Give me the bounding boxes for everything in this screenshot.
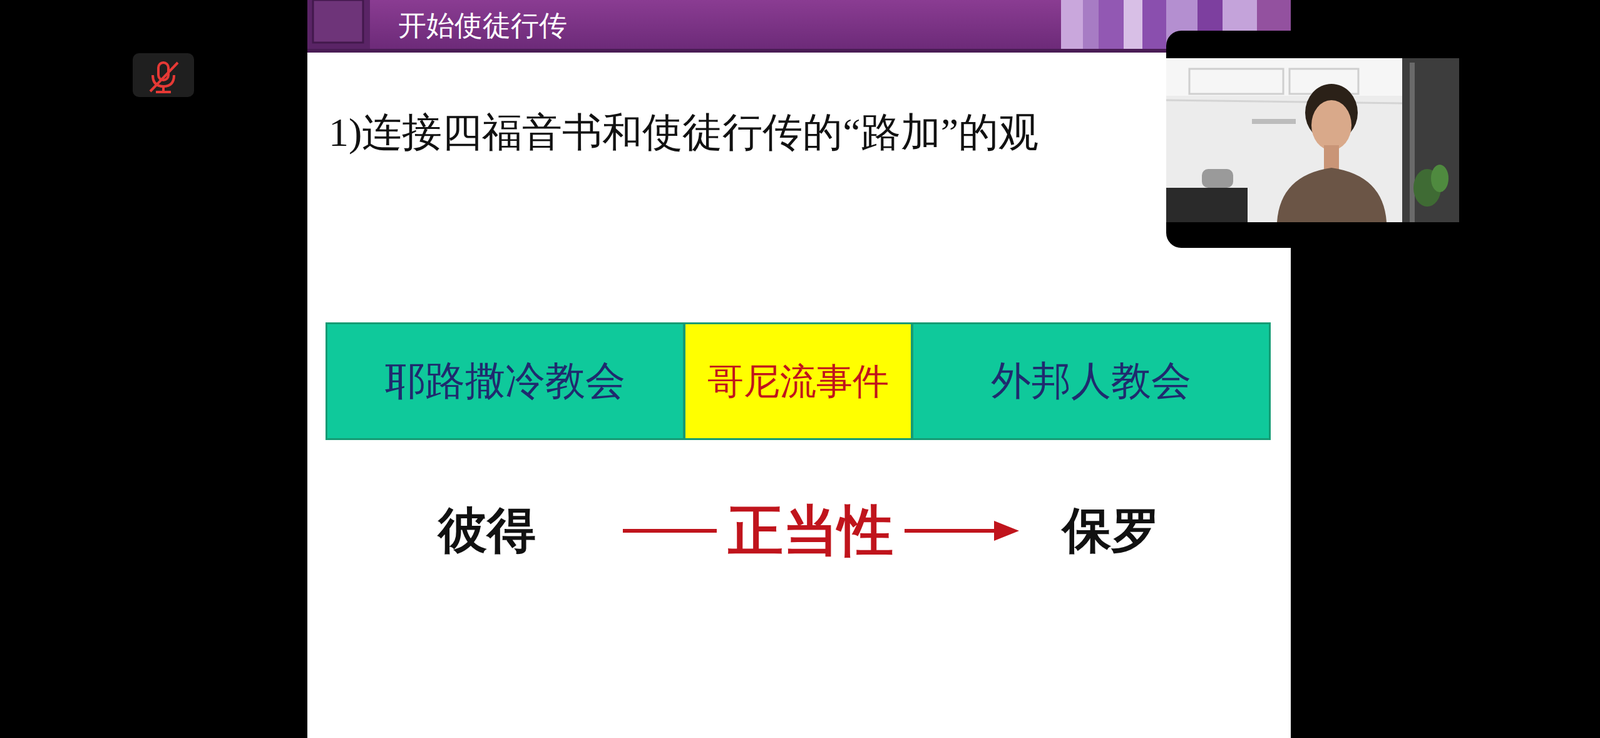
title-bar-edge (307, 48, 1291, 53)
arrow-label: 正当性 (728, 498, 894, 563)
bar-decor (312, 0, 364, 43)
slide-ground (307, 0, 1291, 738)
box-text: 外邦人教会 (990, 358, 1192, 405)
church-box: 耶路撒冷教会 (325, 322, 685, 441)
heading-text: 1)连接四福音书和使徒行传的“路加”的观 (328, 109, 1039, 156)
webcam-overlay (1166, 30, 1460, 248)
slide-title: 开始使徒行传 (398, 10, 568, 43)
mute-icon (132, 53, 195, 98)
bar-decor (307, 0, 370, 49)
title-bar (307, 0, 1291, 51)
person-name: 彼得 (438, 502, 536, 559)
arrow-line (904, 528, 999, 533)
person-name: 保罗 (1062, 502, 1160, 559)
arrow-head (994, 520, 1020, 541)
box-text: 哥尼流事件 (707, 360, 889, 403)
event-box: 哥尼流事件 (683, 322, 913, 441)
church-box: 外邦人教会 (911, 322, 1271, 441)
box-text: 耶路撒冷教会 (384, 358, 626, 405)
arrow-line (622, 528, 717, 533)
